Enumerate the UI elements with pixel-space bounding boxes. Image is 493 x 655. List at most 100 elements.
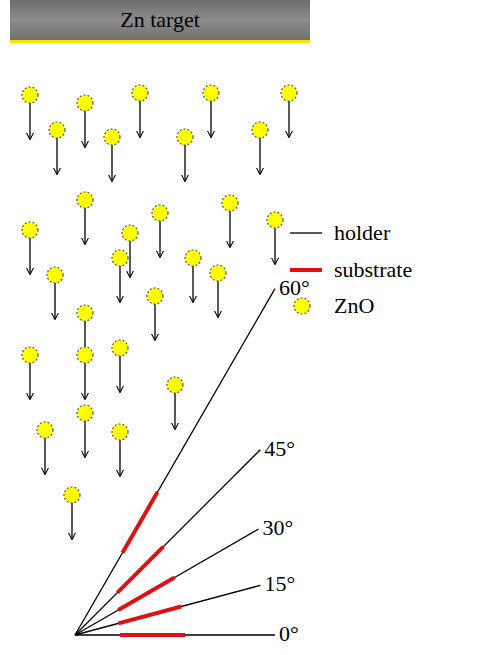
- motion-arrow: [29, 363, 30, 399]
- zno-particles: [22, 85, 297, 539]
- zno-dot: [222, 195, 238, 211]
- holder-line: [75, 634, 275, 635]
- motion-arrow: [84, 421, 85, 457]
- motion-arrow: [184, 145, 185, 181]
- zno-dot: [210, 265, 226, 281]
- zno-dot: [132, 85, 148, 101]
- zno-particle: [203, 85, 219, 137]
- zno-dot: [112, 340, 128, 356]
- zno-dot: [77, 405, 93, 421]
- legend-text: substrate: [334, 258, 412, 282]
- motion-arrow: [259, 138, 260, 174]
- holder-line: [75, 450, 260, 635]
- target-label: Zn target: [120, 8, 200, 32]
- legend-sample: [288, 220, 328, 246]
- zno-dot: [77, 95, 93, 111]
- holder-line: [75, 529, 259, 635]
- substrate: [118, 578, 174, 611]
- motion-arrow: [71, 503, 72, 539]
- zno-particle: [47, 267, 63, 319]
- zno-particle: [147, 288, 163, 340]
- legend-sample: [288, 257, 328, 283]
- holder-group: [75, 529, 259, 635]
- angle-label: 45°: [263, 437, 296, 461]
- holder-line: [75, 289, 275, 635]
- legend-text: ZnO: [334, 294, 374, 318]
- motion-arrow: [56, 138, 57, 174]
- zno-dot: [147, 288, 163, 304]
- zno-dot: [152, 205, 168, 221]
- zno-dot: [185, 250, 201, 266]
- zno-dot: [203, 85, 219, 101]
- zno-dot: [77, 347, 93, 363]
- zno-particle: [185, 250, 201, 302]
- zno-particle: [77, 192, 93, 244]
- zno-particle: [222, 195, 238, 247]
- holder-group: [75, 450, 260, 635]
- zno-particle: [49, 122, 65, 174]
- motion-arrow: [229, 211, 230, 247]
- zno-particle: [22, 222, 38, 274]
- holder-group: [75, 289, 275, 635]
- zno-particle: [112, 340, 128, 392]
- motion-arrow: [84, 363, 85, 399]
- angle-label: 15°: [263, 572, 296, 596]
- motion-arrow: [192, 266, 193, 302]
- zno-particle: [281, 85, 297, 137]
- motion-arrow: [29, 238, 30, 274]
- substrate: [118, 607, 181, 624]
- motion-arrow: [154, 304, 155, 340]
- zno-dot: [47, 267, 63, 283]
- zno-particle: [22, 347, 38, 399]
- angle-label: 0°: [278, 622, 300, 646]
- zno-dot: [22, 347, 38, 363]
- target-bar: Zn target: [10, 0, 310, 43]
- legend-item: substrate: [288, 257, 412, 283]
- zno-particle: [77, 95, 93, 147]
- zno-particle: [167, 377, 183, 429]
- zno-dot: [64, 487, 80, 503]
- legend-sample: [288, 293, 328, 319]
- zno-particle: [22, 87, 38, 139]
- zno-dot: [22, 222, 38, 238]
- legend-text: holder: [334, 221, 390, 245]
- zno-particle: [112, 250, 128, 302]
- zno-particle: [64, 487, 80, 539]
- motion-arrow: [54, 283, 55, 319]
- zno-dot: [104, 129, 120, 145]
- legend-item: holder: [288, 220, 390, 246]
- zno-dot: [77, 192, 93, 208]
- zno-dot: [177, 129, 193, 145]
- zno-particle: [77, 405, 93, 457]
- zno-particle: [177, 129, 193, 181]
- zno-dot: [77, 305, 93, 321]
- legend-item: ZnO: [288, 293, 374, 319]
- substrate: [123, 492, 158, 553]
- zno-dot: [281, 85, 297, 101]
- holder-group: [75, 635, 275, 636]
- zno-particle: [210, 265, 226, 317]
- zno-particle: [37, 422, 53, 474]
- motion-arrow: [210, 101, 211, 137]
- motion-arrow: [29, 103, 30, 139]
- motion-arrow: [159, 221, 160, 257]
- zno-particle: [132, 85, 148, 137]
- motion-arrow: [174, 393, 175, 429]
- motion-arrow: [44, 438, 45, 474]
- motion-arrow: [288, 101, 289, 137]
- motion-arrow: [84, 111, 85, 147]
- zno-dot: [112, 424, 128, 440]
- zno-particle: [104, 129, 120, 181]
- zno-particle: [152, 205, 168, 257]
- angle-label: 30°: [262, 516, 295, 540]
- zno-dot: [49, 122, 65, 138]
- zno-particle: [252, 122, 268, 174]
- holder-group: [75, 585, 260, 635]
- zno-dot: [112, 250, 128, 266]
- zno-dot: [252, 122, 268, 138]
- motion-arrow: [274, 228, 275, 264]
- motion-arrow: [119, 356, 120, 392]
- motion-arrow: [84, 208, 85, 244]
- motion-arrow: [119, 266, 120, 302]
